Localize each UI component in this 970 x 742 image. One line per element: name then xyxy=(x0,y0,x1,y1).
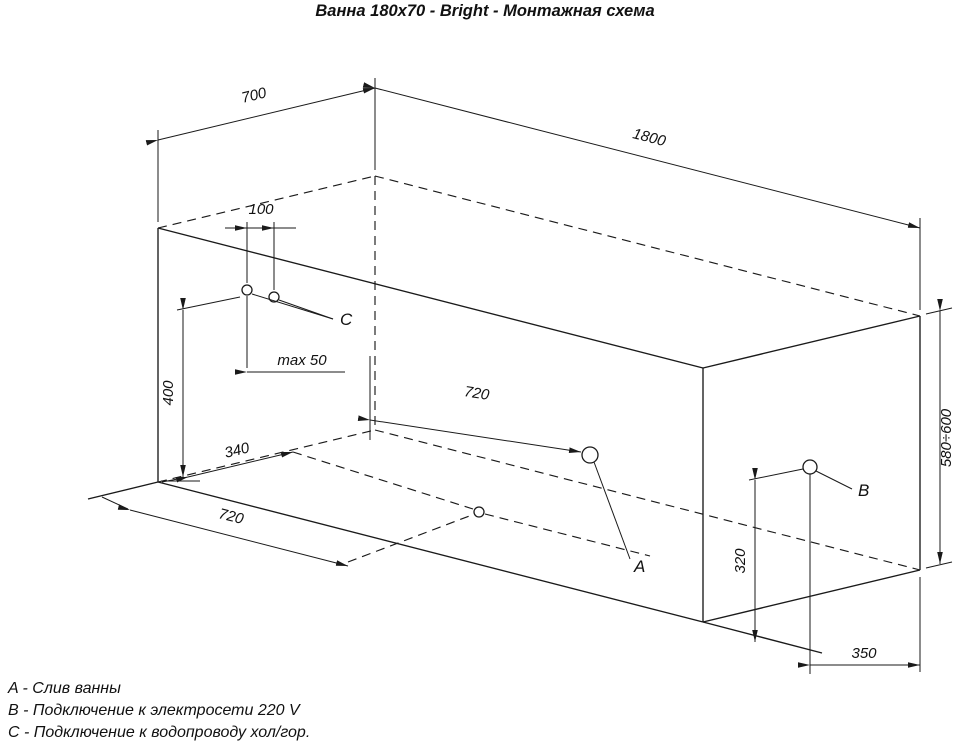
power-group: B 320 350 xyxy=(732,459,921,674)
drawing-title: Ванна 180x70 - Bright - Монтажная схема xyxy=(315,2,655,20)
drain-group: 720 A 340 720 xyxy=(101,356,645,576)
drain-circle xyxy=(581,446,599,464)
legend-item-power: B - Подключение к электросети 220 V xyxy=(8,702,300,719)
dim-floor-width: 340 xyxy=(223,439,252,462)
dim-socket-offset: 350 xyxy=(851,645,877,662)
socket-circle xyxy=(802,459,818,475)
dim-height: 580÷600 xyxy=(938,408,955,467)
legend: A - Слив ванны B - Подключение к электро… xyxy=(8,678,310,742)
top-dimensions: 700 1800 xyxy=(145,78,921,310)
dim-width: 700 xyxy=(240,84,269,107)
dim-spacing: 100 xyxy=(248,201,274,218)
legend-item-water: C - Подключение к водопроводу хол/гор. xyxy=(8,724,311,741)
legend-item-drain: A - Слив ванны xyxy=(8,680,121,697)
dim-floor-length: 720 xyxy=(217,505,246,528)
dim-wall-offset: max 50 xyxy=(277,352,327,369)
label-water: C xyxy=(340,310,353,329)
height-dimension: 580÷600 xyxy=(925,299,955,569)
dim-length: 1800 xyxy=(631,125,668,150)
label-drain: A xyxy=(633,557,645,576)
water-supply-group: 100 max 50 C 400 xyxy=(160,201,353,482)
floor-projection-circle xyxy=(473,506,485,518)
dim-drain-offset: 720 xyxy=(463,383,491,404)
dim-socket-height: 320 xyxy=(732,548,749,574)
dim-supply-height: 400 xyxy=(160,380,177,406)
label-power: B xyxy=(858,481,869,500)
pipe-circle-1 xyxy=(241,284,253,296)
